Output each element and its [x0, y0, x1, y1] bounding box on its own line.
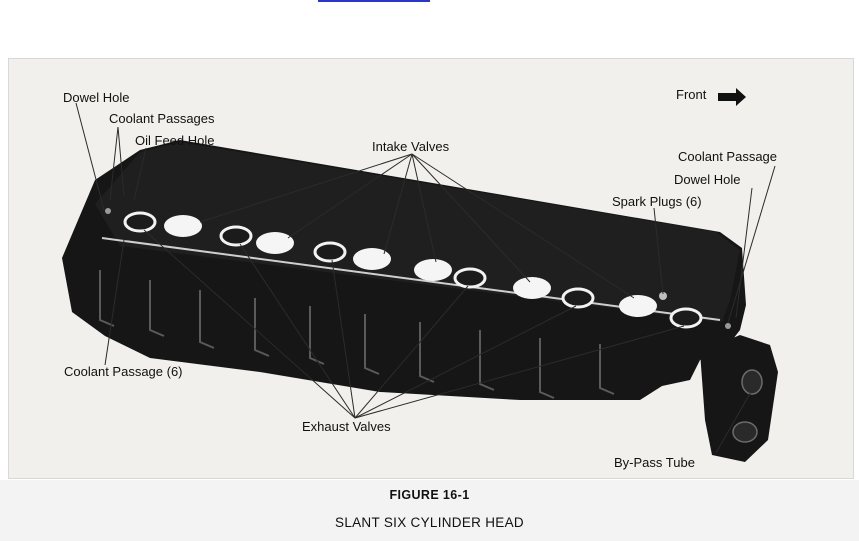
- exhaust-valve-openings: [123, 211, 703, 329]
- cylinder-head-body: [62, 140, 778, 462]
- label-spark-plugs: Spark Plugs (6): [612, 194, 702, 209]
- figure-title: SLANT SIX CYLINDER HEAD: [335, 515, 524, 530]
- intake-valve-openings: [164, 215, 657, 317]
- leader-lines: [75, 102, 776, 454]
- label-coolant-passage-6: Coolant Passage (6): [64, 364, 183, 379]
- label-bypass-tube: By-Pass Tube: [614, 455, 695, 470]
- front-arrow-icon: [718, 88, 746, 106]
- figure-number: FIGURE 16-1: [389, 488, 470, 502]
- label-dowel-hole-left: Dowel Hole: [63, 90, 130, 105]
- label-coolant-passages: Coolant Passages: [109, 111, 215, 126]
- label-oil-feed-hole: Oil Feed Hole: [135, 133, 215, 148]
- label-intake-valves: Intake Valves: [372, 139, 450, 154]
- label-dowel-hole-right: Dowel Hole: [674, 172, 741, 187]
- label-front: Front: [676, 87, 707, 102]
- caption-area: [0, 480, 859, 541]
- label-exhaust-valves: Exhaust Valves: [302, 419, 391, 434]
- label-coolant-passage-right: Coolant Passage: [678, 149, 778, 164]
- link-underline: [318, 0, 430, 2]
